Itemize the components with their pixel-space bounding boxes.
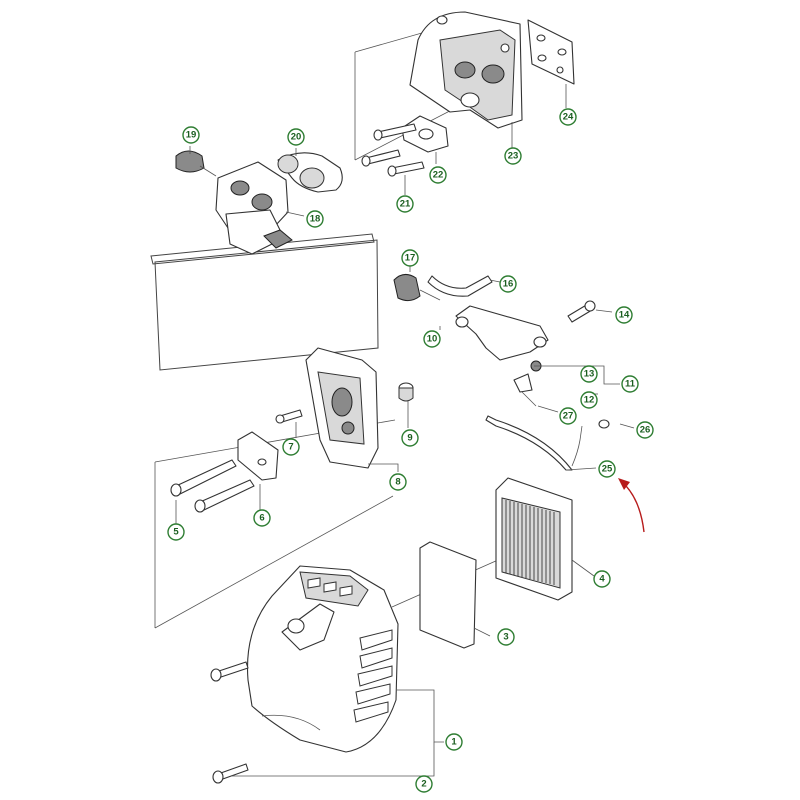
svg-text:17: 17: [405, 253, 416, 264]
svg-text:13: 13: [584, 369, 595, 380]
svg-text:12: 12: [584, 395, 595, 406]
pre-filter-part: [419, 541, 477, 649]
svg-text:22: 22: [433, 170, 444, 181]
callout-24: 24: [559, 108, 577, 126]
red-pointer-arrow: [618, 478, 645, 533]
carburetor-adaptor-part: [409, 11, 523, 129]
throttle-lever-part: [455, 305, 549, 361]
air-cleaner-base-part: [305, 347, 379, 469]
callout-16: 16: [499, 275, 517, 293]
svg-text:19: 19: [186, 130, 197, 141]
svg-text:18: 18: [310, 214, 321, 225]
callout-23: 23: [504, 147, 522, 165]
svg-text:27: 27: [563, 411, 574, 422]
long-bolts-part: [170, 459, 255, 513]
callout-5: 5: [167, 523, 185, 541]
callout-10: 10: [423, 330, 441, 348]
carburetor-part: [215, 161, 293, 255]
svg-text:26: 26: [640, 425, 651, 436]
svg-text:2: 2: [421, 779, 426, 790]
air-cleaner-cover-part: [246, 565, 399, 753]
svg-text:14: 14: [619, 310, 630, 321]
callout-8: 8: [389, 473, 407, 491]
elbow-fitting-part: [277, 152, 343, 193]
svg-text:9: 9: [407, 433, 412, 444]
callouts: 1 2 3 4 5 6 7 8 9 10 11 12 13 14 16: [167, 108, 654, 793]
callout-1: 1: [445, 733, 463, 751]
svg-text:6: 6: [259, 513, 264, 524]
svg-text:4: 4: [599, 574, 605, 585]
screw-7-part: [275, 409, 303, 424]
callout-26: 26: [636, 421, 654, 439]
cable-part: [485, 415, 610, 471]
callout-7: 7: [282, 438, 300, 456]
svg-text:7: 7: [288, 442, 293, 453]
callout-2: 2: [415, 775, 433, 793]
svg-text:25: 25: [602, 464, 613, 475]
svg-text:16: 16: [503, 279, 514, 290]
callout-4: 4: [593, 570, 611, 588]
linkage-part: [513, 360, 542, 407]
assembly-guide-lines: [150, 24, 499, 629]
callout-3: 3: [497, 628, 515, 646]
svg-text:5: 5: [173, 527, 179, 538]
hose-part: [427, 275, 493, 297]
callout-9: 9: [401, 429, 419, 447]
callout-27: 27: [559, 407, 577, 425]
callout-12: 12: [580, 391, 598, 409]
callout-13: 13: [580, 365, 598, 383]
svg-text:21: 21: [400, 199, 411, 210]
gasket-part: [527, 19, 575, 85]
svg-text:23: 23: [508, 151, 519, 162]
callout-21: 21: [396, 195, 414, 213]
svg-text:20: 20: [291, 132, 302, 143]
svg-text:11: 11: [625, 379, 636, 390]
bolts-21-part: [361, 123, 425, 195]
insulator-gasket-part: [401, 115, 449, 153]
callout-17: 17: [401, 249, 419, 267]
primer-bulb-part: [175, 150, 217, 177]
choke-knob-part: [393, 274, 441, 302]
callout-11: 11: [621, 375, 639, 393]
callout-22: 22: [429, 166, 447, 184]
callout-19: 19: [182, 126, 200, 144]
bracket-part: [237, 431, 279, 481]
callout-18: 18: [306, 210, 324, 228]
callout-25: 25: [598, 460, 616, 478]
svg-text:3: 3: [503, 632, 508, 643]
callout-6: 6: [253, 509, 271, 527]
bushing-part: [398, 382, 414, 402]
svg-text:24: 24: [563, 112, 574, 123]
screw-14-part: [567, 300, 596, 323]
svg-text:1: 1: [451, 737, 457, 748]
cover-screws-part: [210, 661, 249, 784]
air-filter-element-part: [495, 477, 573, 601]
svg-text:10: 10: [427, 334, 438, 345]
svg-text:8: 8: [395, 477, 400, 488]
callout-20: 20: [287, 128, 305, 146]
callout-14: 14: [615, 306, 633, 324]
